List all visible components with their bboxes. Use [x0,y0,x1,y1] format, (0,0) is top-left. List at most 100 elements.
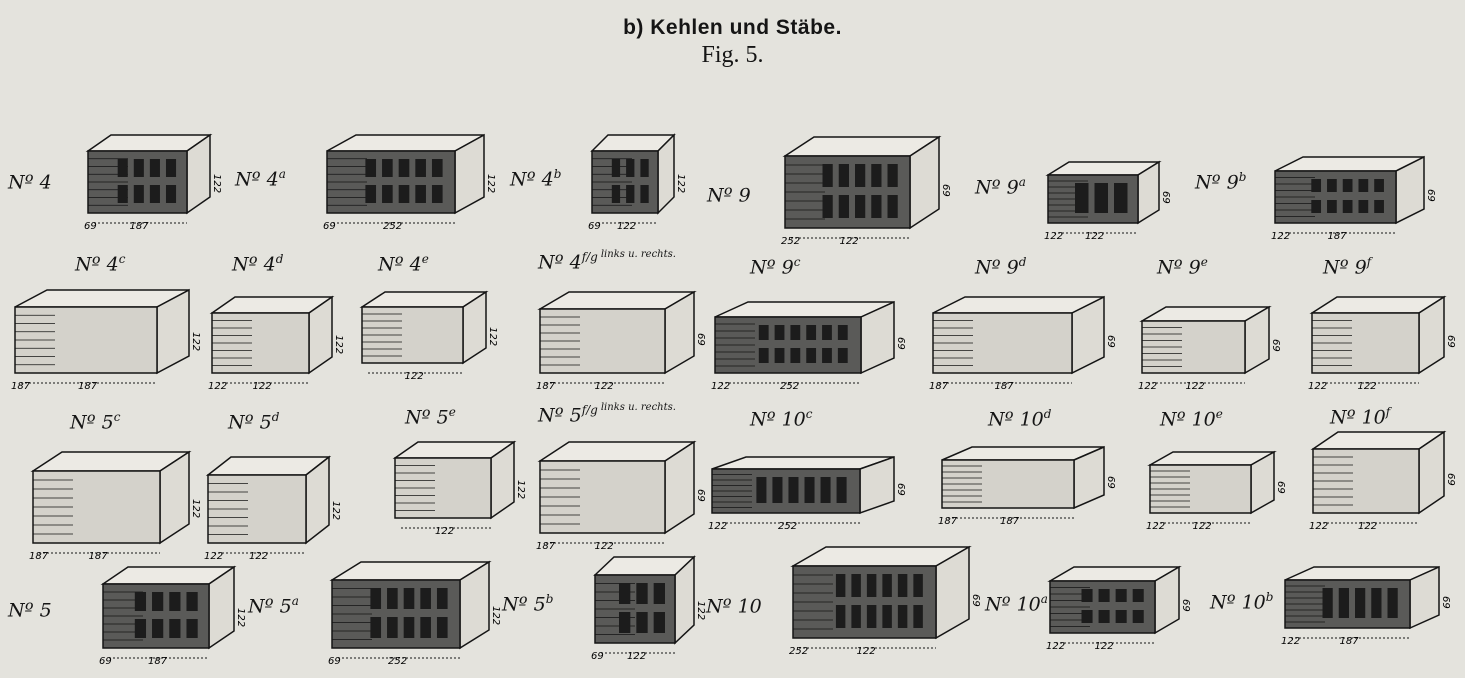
hole [882,574,892,597]
hole [1338,588,1349,618]
hole [790,325,801,340]
dimension-label: 122 [857,646,876,657]
dimension-label: 187 [536,541,556,552]
dimension-label: 122 [487,327,498,346]
dimension-label: 187 [29,551,49,562]
dimension-label: 69 [1105,476,1116,489]
hole [152,619,164,638]
hole [640,185,649,203]
hole [420,617,431,638]
suffix: c [113,410,121,424]
dimension-label: 69 [323,221,336,232]
figure-number: Nº 9e [1157,255,1208,278]
hole [1098,589,1110,602]
suffix: e [448,405,456,419]
hole [871,195,882,218]
dimension-label: 122 [1044,231,1063,242]
hole [887,164,898,187]
hole [134,592,147,611]
hole [431,159,443,177]
hole [871,164,882,187]
dimension-label: 122 [675,174,686,193]
hole [866,605,877,628]
hole [619,612,631,633]
number-text: Nº 9 [975,176,1019,199]
dimension-label: 187 [78,381,98,392]
figure-number: Nº 10a [985,592,1048,615]
dimension-label: 122 [708,521,727,532]
suffix: d [1043,407,1052,421]
dimension-label: 122 [253,381,272,392]
suffix: a [1018,175,1026,189]
dimension-label: 69 [1160,191,1171,204]
hole [913,605,923,628]
figure-number: Nº 10d [988,407,1051,430]
number-text: Nº 5 [405,406,449,429]
hole [387,588,398,609]
hole [1342,179,1353,192]
number-text: Nº 4 [232,253,276,276]
hole [1387,588,1398,618]
number-text: Nº 10 [706,595,762,618]
number-text: Nº 4 [8,171,52,194]
suffix: f [1366,255,1372,269]
hole [436,588,448,609]
hole [365,185,377,203]
hole [758,348,769,363]
figure-number: Nº 4d [232,252,283,275]
dimension-label: 122 [490,606,501,625]
dimension-label: 69 [895,483,906,496]
hole [1322,588,1333,618]
hole [611,185,621,203]
dimension-label: 122 [1085,231,1104,242]
number-text: Nº 10 [1160,408,1216,431]
hole [619,583,631,604]
hole [626,159,635,177]
hole [851,605,861,628]
hole [836,477,847,503]
figure-number: Nº 5c [70,410,120,433]
number-text: Nº 5 [228,411,272,434]
hole [806,348,817,363]
figure-number: Nº 4a [235,167,286,190]
hole [822,348,832,363]
dimension-label: 69 [970,594,981,607]
dimension-label: 69 [1105,335,1116,348]
number-text: Nº 5 [248,595,292,618]
dimension-label: 69 [1440,596,1451,609]
dimension-label: 252 [383,221,402,232]
suffix: d [1018,255,1027,269]
suffix: d [275,252,284,266]
hole [851,574,861,597]
number-text: Nº 4 [510,168,554,191]
dimension-label: 69 [1270,339,1281,352]
hole [636,612,648,633]
hole [134,619,147,638]
figure-number: Nº 10e [1160,407,1223,430]
number-text: Nº 10 [1210,591,1266,614]
figure-number: Nº 4e [378,252,429,275]
dimension-label: 122 [595,381,614,392]
dimension-label: 187 [130,221,150,232]
dimension-label: 69 [1445,473,1456,486]
hole [626,185,635,203]
number-text: Nº 9 [975,256,1019,279]
hole [169,619,181,638]
hole [117,185,128,203]
hole [1327,200,1337,213]
hole [1115,589,1127,602]
dimension-label: 69 [1445,335,1456,348]
dimension-label: 122 [695,601,706,620]
dimension-label: 122 [190,332,201,351]
figure-number: Nº 10 [706,594,762,617]
hole [1081,610,1093,623]
hole [1081,589,1093,602]
hole [1098,610,1110,623]
hole [1311,179,1322,192]
